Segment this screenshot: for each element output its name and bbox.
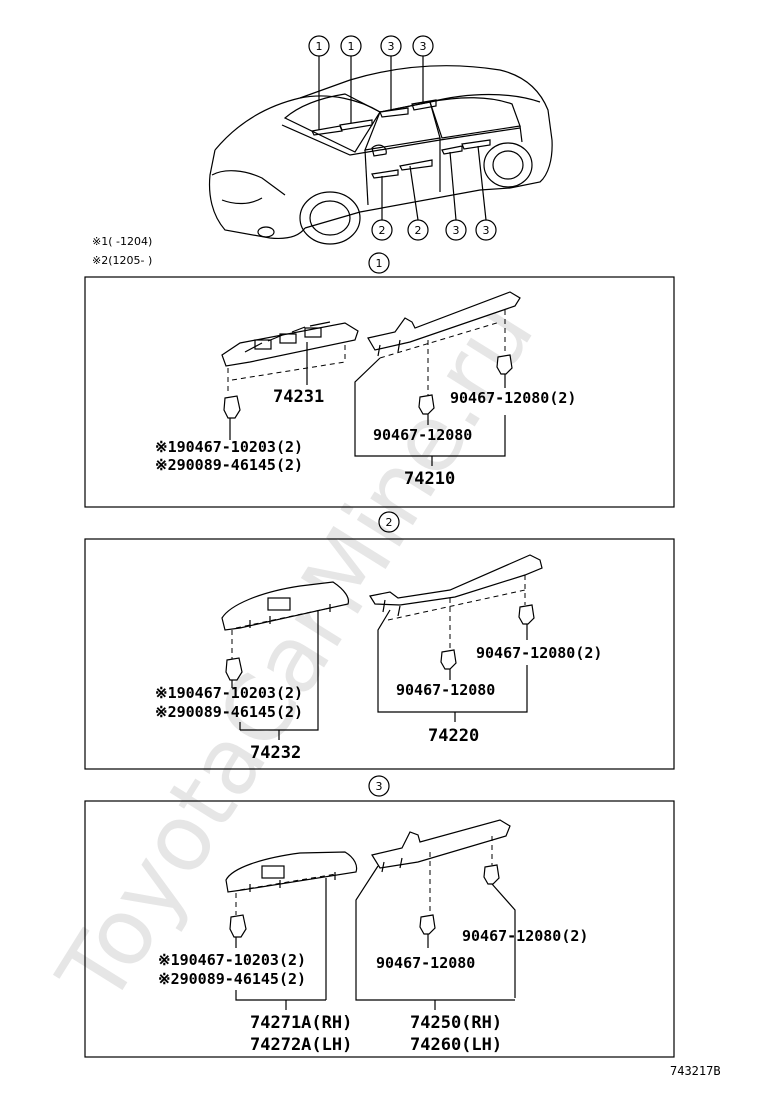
callout-circle: 2 <box>407 219 429 241</box>
fastener-label-2: ※290089-46145(2) <box>155 456 303 474</box>
fastener-label-2: ※290089-46145(2) <box>155 703 303 721</box>
callout-circle: 1 <box>340 35 362 57</box>
clip-label-mid: 90467-12080 <box>396 681 495 699</box>
panel-label: 74220 <box>428 726 479 746</box>
svg-text:1: 1 <box>348 40 355 53</box>
section-3-frame <box>84 800 675 1058</box>
svg-text:3: 3 <box>376 780 383 793</box>
section-callout: 3 <box>368 775 390 797</box>
callout-circle: 3 <box>412 35 434 57</box>
section-callout: 2 <box>378 511 400 533</box>
clip-icon <box>518 604 535 625</box>
svg-text:3: 3 <box>420 40 427 53</box>
svg-text:1: 1 <box>376 257 383 270</box>
clip-label-mid: 90467-12080 <box>373 426 472 444</box>
clip-label-right: 90467-12080(2) <box>450 389 576 407</box>
switch-base-label-lh: 74272A(LH) <box>250 1035 352 1055</box>
clip-label-mid: 90467-12080 <box>376 954 475 972</box>
switch-base-label: 74231 <box>273 387 324 407</box>
callout-circle: 3 <box>445 219 467 241</box>
section-1-frame <box>84 276 675 508</box>
clip-label-right: 90467-12080(2) <box>476 644 602 662</box>
callout-circle: 3 <box>380 35 402 57</box>
panel-label-lh: 74260(LH) <box>410 1035 502 1055</box>
switch-base-part <box>225 851 358 893</box>
note-2: ※2(1205- ) <box>92 254 152 267</box>
fastener-label-1: ※190467-10203(2) <box>155 684 303 702</box>
door-panel-part <box>367 291 521 357</box>
svg-text:2: 2 <box>386 516 393 529</box>
fastener-label-1: ※190467-10203(2) <box>158 951 306 969</box>
section-callout: 1 <box>368 252 390 274</box>
svg-text:3: 3 <box>388 40 395 53</box>
svg-text:2: 2 <box>379 224 386 237</box>
svg-text:2: 2 <box>415 224 422 237</box>
svg-text:3: 3 <box>453 224 460 237</box>
note-1: ※1( -1204) <box>92 235 152 248</box>
fastener-label-2: ※290089-46145(2) <box>158 970 306 988</box>
svg-text:1: 1 <box>316 40 323 53</box>
switch-base-part <box>221 581 350 631</box>
callout-circle: 3 <box>475 219 497 241</box>
section-2-frame <box>84 538 675 770</box>
clip-icon <box>440 649 457 670</box>
callout-circle: 2 <box>371 219 393 241</box>
switch-base-label: 74232 <box>250 743 301 763</box>
panel-label-rh: 74250(RH) <box>410 1013 502 1033</box>
panel-label: 74210 <box>404 469 455 489</box>
door-panel-part <box>371 819 511 873</box>
fastener-label-1: ※190467-10203(2) <box>155 438 303 456</box>
switch-base-part <box>221 321 359 367</box>
clip-label-right: 90467-12080(2) <box>462 927 588 945</box>
clip-icon <box>483 864 500 885</box>
svg-text:3: 3 <box>483 224 490 237</box>
clip-icon <box>496 354 513 375</box>
clip-icon <box>419 914 436 935</box>
fastener-clip <box>225 657 243 681</box>
fastener-clip <box>223 395 241 440</box>
fastener-clip <box>229 914 247 938</box>
door-panel-part <box>369 554 543 617</box>
switch-base-label-rh: 74271A(RH) <box>250 1013 352 1033</box>
diagram-reference: 743217B <box>670 1064 721 1078</box>
callout-circle: 1 <box>308 35 330 57</box>
car-illustration <box>208 56 553 245</box>
